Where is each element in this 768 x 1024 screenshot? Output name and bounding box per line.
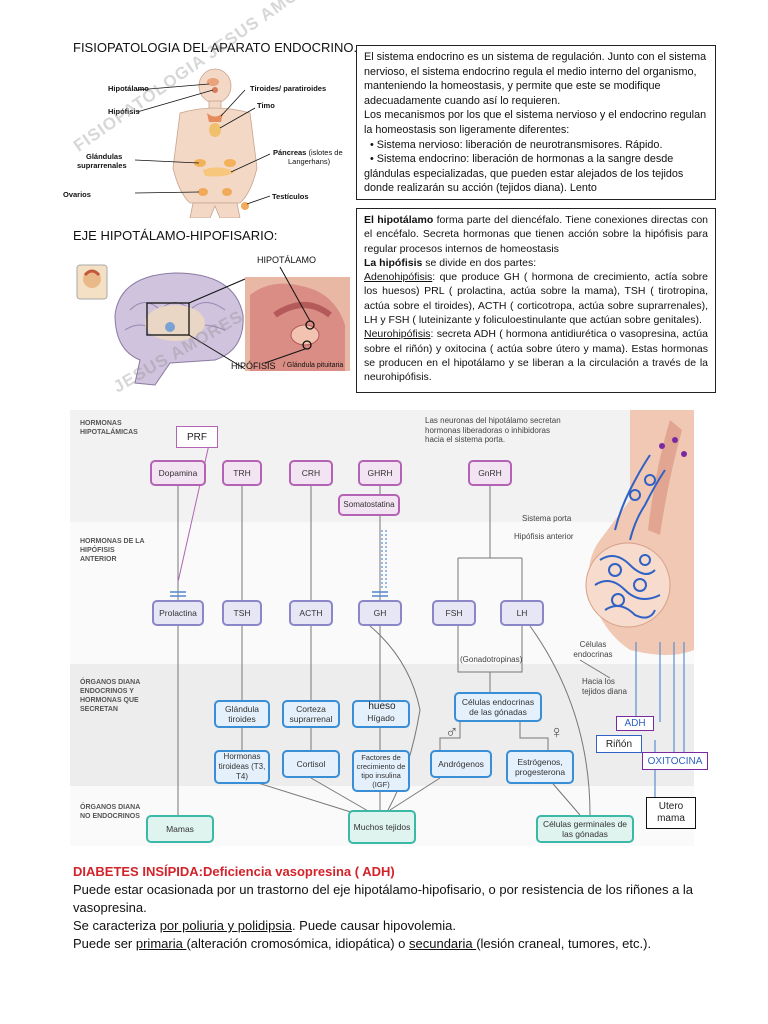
label-pancreas: Páncreas (islotes de bbox=[273, 148, 343, 157]
text-line: donde realizarán su acción (tejidos dian… bbox=[364, 182, 597, 195]
male-symbol: ♂ bbox=[445, 722, 459, 742]
text-line: adecuadamente cuando así lo requieren. bbox=[364, 94, 561, 107]
node-somatostatina: Somatostatina bbox=[338, 494, 400, 516]
hypothalamus-textbox: El hipotálamo forma parte del diencéfalo… bbox=[356, 208, 716, 393]
hipofisis-paragraph: La hipófisis se divide en dos partes: bbox=[364, 256, 537, 269]
brain-label-hipofisis: HIPÓFISIS bbox=[231, 361, 276, 371]
neuron-note: Las neuronas del hipotálamo secretan hor… bbox=[425, 416, 561, 444]
gonadotropinas-label: (Gonadotropinas) bbox=[460, 655, 523, 664]
node-lh: LH bbox=[500, 600, 544, 626]
hormone-axis-diagram: Hormonas hipotalámicas Hormonas de la hi… bbox=[70, 410, 694, 846]
node-hormonas-tiroideas: Hormonas tiroideas (T3, T4) bbox=[214, 750, 270, 784]
annotation-rinon: Riñón bbox=[596, 735, 642, 753]
text-line: manteniendo la homeostasis, y permite qu… bbox=[364, 80, 661, 93]
annotation-utero: Utero bbox=[658, 801, 684, 812]
neurohipofisis-paragraph: Neurohipófisis: secreta ADH ( hormona an… bbox=[364, 328, 708, 384]
label-timo: Timo bbox=[257, 101, 275, 110]
node-muchos-tejidos: Muchos tejidos bbox=[348, 810, 416, 844]
text-line: Los mecanismos por los que el sistema ne… bbox=[364, 109, 707, 122]
label-tiroides: Tiroides/ paratiroides bbox=[250, 84, 327, 93]
node-higado: Hígado bbox=[352, 700, 410, 728]
node-dopamina: Dopamina bbox=[150, 460, 206, 486]
section-hormonas-hipotalamicas: Hormonas hipotalámicas bbox=[80, 420, 138, 436]
node-acth: ACTH bbox=[289, 600, 333, 626]
diabetes-heading: DIABETES INSÍPIDA:Deficiencia vasopresin… bbox=[73, 864, 395, 879]
node-ghrh: GHRH bbox=[358, 460, 402, 486]
node-prolactina: Prolactina bbox=[152, 600, 204, 626]
annotation-utero-mama: Utero mama bbox=[646, 797, 696, 829]
label-glandulas: Glándulas bbox=[86, 152, 123, 161]
label-suprarrenales: suprarrenales bbox=[77, 161, 127, 170]
section-hormonas-hipofisis: Hormonas de la hipófisis anterior bbox=[80, 538, 145, 563]
node-cortisol: Cortisol bbox=[282, 750, 340, 778]
adenohipofisis-paragraph: Adenohipófisis: que produce GH ( hormona… bbox=[364, 271, 708, 327]
node-tsh: TSH bbox=[222, 600, 262, 626]
section-organos-no-endocrinos: Órganos diana no endocrinos bbox=[80, 804, 141, 820]
sistema-porta-label: Sistema porta bbox=[522, 514, 572, 523]
brain-label-hipotalamo: HIPOTÁLAMO bbox=[257, 255, 317, 265]
diabetes-line-4: Puede ser primaria (alteración cromosómi… bbox=[73, 936, 652, 951]
node-celulas-endocrinas-gonadas: Células endocrinas de las gónadas bbox=[454, 692, 542, 722]
node-celulas-germinales: Células germinales de las gónadas bbox=[536, 815, 634, 843]
endocrine-body-figure: Hipotálamo Hipófisis Tiroides/ paratiroi… bbox=[63, 68, 345, 219]
node-mamas: Mamas bbox=[146, 815, 214, 843]
node-gnrh: GnRH bbox=[468, 460, 512, 486]
annotation-adh: ADH bbox=[616, 716, 654, 731]
annotation-hueso: hueso bbox=[368, 700, 396, 712]
bullet-line: • Sistema endocrino: liberación de hormo… bbox=[370, 153, 674, 166]
label-testiculos: Testículos bbox=[272, 192, 309, 201]
node-trh: TRH bbox=[222, 460, 262, 486]
page-title: FISIOPATOLOGIA DEL APARATO ENDOCRINO. bbox=[73, 40, 358, 55]
label-hipofisis: Hipófisis bbox=[108, 107, 140, 116]
hypothalamus-brain-figure: HIPOTÁLAMO HIPÓFISIS / Glándula pituitar… bbox=[75, 255, 355, 395]
annotation-prf: PRF bbox=[176, 426, 218, 448]
node-gh: GH bbox=[358, 600, 402, 626]
bullet-line: • Sistema nervioso: liberación de neurot… bbox=[370, 138, 663, 151]
hipofisis-anterior-label: Hipófisis anterior bbox=[514, 532, 574, 541]
annotation-mama: mama bbox=[657, 813, 685, 824]
endocrine-system-textbox: El sistema endocrino es un sistema de re… bbox=[356, 45, 716, 200]
node-glandula-tiroides: Glándula tiroides bbox=[214, 700, 270, 728]
hipotalamo-paragraph: El hipotálamo forma parte del diencéfalo… bbox=[364, 214, 708, 255]
section-subtitle: EJE HIPOTÁLAMO-HIPOFISARIO: bbox=[73, 228, 278, 243]
node-estrogenos: Estrógenos, progesterona bbox=[506, 750, 574, 784]
section-organos-diana-endocrinos: Órganos diana endocrinos y hormonas que … bbox=[80, 679, 141, 713]
label-hipotalamo: Hipotálamo bbox=[108, 84, 149, 93]
celulas-endocrinas-label: Células endocrinas bbox=[573, 640, 613, 659]
label-ovarios: Ovarios bbox=[63, 190, 91, 199]
female-symbol: ♀ bbox=[550, 722, 564, 742]
diabetes-line-1: Puede estar ocasionada por un trastorno … bbox=[73, 882, 694, 897]
node-igf: Factores de crecimiento de tipo insulina… bbox=[352, 750, 410, 792]
node-fsh: FSH bbox=[432, 600, 476, 626]
label-langerhans: Langerhans) bbox=[288, 157, 331, 166]
hacia-tejidos-label: Hacia los tejidos diana bbox=[582, 677, 627, 696]
diabetes-line-2: vasopresina. bbox=[73, 900, 147, 915]
node-androgenos: Andrógenos bbox=[430, 750, 492, 778]
node-crh: CRH bbox=[289, 460, 333, 486]
text-line: glándulas especializadas, que pueden est… bbox=[364, 167, 684, 180]
text-line: nervioso, el sistema endocrino regula el… bbox=[364, 65, 697, 78]
annotation-oxitocina: OXITOCINA bbox=[642, 752, 708, 770]
text-line: El sistema endocrino es un sistema de re… bbox=[364, 51, 707, 63]
node-corteza-suprarrenal: Corteza suprarrenal bbox=[282, 700, 340, 728]
text-line: la homeostasis son ligeramente diferente… bbox=[364, 123, 570, 136]
brain-label-glandula: / Glándula pituitaria bbox=[283, 362, 344, 369]
diabetes-line-3: Se caracteriza por poliuria y polidipsia… bbox=[73, 918, 456, 933]
